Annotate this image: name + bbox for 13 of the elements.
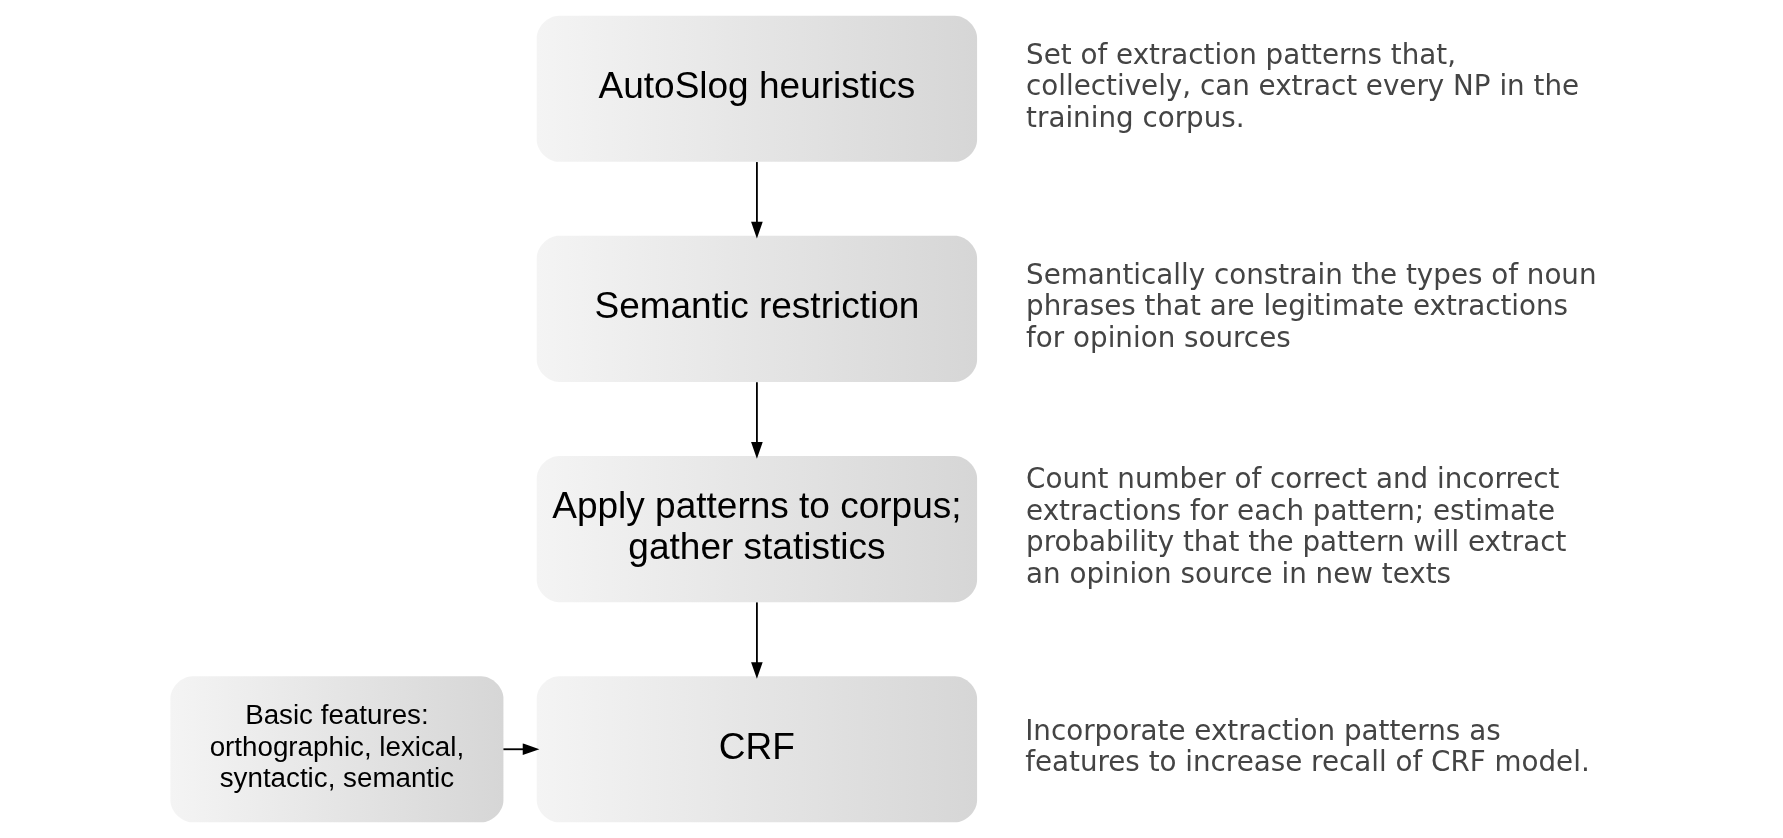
node-box: CRF	[536, 676, 978, 823]
node-label: Set of extraction patterns that, collectively, can extract every NP in the training corpus.	[1026, 37, 1580, 134]
node-label: Semantically constrain the types of noun phrases that are legitimate extractions for opinion sources	[1026, 257, 1597, 354]
arrow	[751, 601, 763, 679]
node-box: Basic features: orthographic, lexical, syntactic, semantic	[170, 676, 504, 823]
arrow	[751, 161, 763, 239]
node-label: Count number of correct and incorrect extractions for each pattern; estimate probability that the pattern will extract an opinion source in new texts	[1026, 462, 1567, 590]
arrow	[502, 743, 540, 756]
node-label: Incorporate extraction patterns as features to increase recall of CRF model.	[1025, 714, 1590, 779]
arrow	[751, 381, 763, 459]
node-box: Apply patterns to corpus; gather statistics	[536, 456, 978, 603]
node-box: Semantic restriction	[536, 235, 978, 382]
node-box: AutoSlog heuristics	[536, 15, 978, 162]
